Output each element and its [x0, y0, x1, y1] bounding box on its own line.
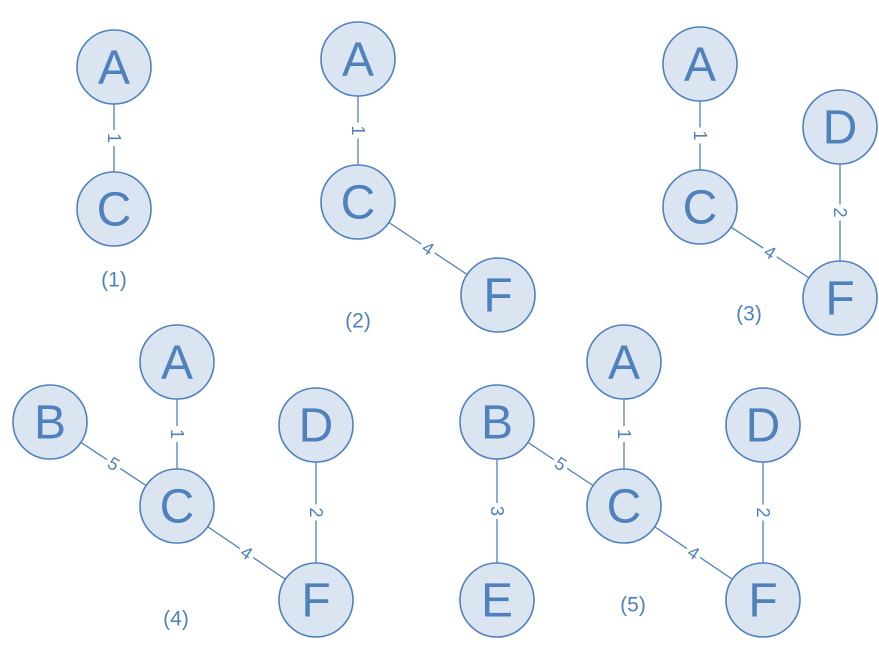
node-c: C	[586, 468, 662, 544]
step-caption: (2)	[345, 310, 371, 333]
edge-weight-background	[488, 503, 506, 519]
node-a: A	[320, 21, 396, 97]
edge-weight-background	[101, 452, 126, 476]
edge-weight-label: 1	[167, 429, 187, 439]
node-circle	[459, 562, 535, 638]
edge-weight-background	[831, 204, 849, 221]
edge-weight-background	[548, 452, 573, 476]
node-label: A	[342, 34, 374, 87]
edge-weight-background	[234, 541, 259, 565]
node-circle	[802, 89, 878, 165]
node-circle	[12, 384, 88, 460]
edge-weight-label: 2	[306, 507, 326, 517]
node-label: A	[98, 42, 130, 95]
edge-weight-background	[681, 541, 706, 565]
step-caption: (3)	[736, 303, 762, 326]
node-circle	[139, 468, 215, 544]
edge-weight-label: 1	[690, 130, 710, 140]
edge-weight-background	[416, 236, 440, 261]
edge-weight-background	[168, 426, 186, 442]
node-circle	[459, 384, 535, 460]
node-label: C	[683, 182, 718, 235]
step-1: 1 A C (1)	[76, 29, 152, 292]
edge-weight-label: 1	[104, 133, 124, 143]
node-f: F	[725, 562, 801, 638]
node-a: A	[586, 324, 662, 400]
node-circle	[278, 387, 354, 463]
node-label: C	[341, 177, 376, 230]
edge-weight-label: 3	[487, 506, 507, 516]
node-label: A	[608, 337, 640, 390]
node-circle	[278, 562, 354, 638]
edge-weight-label: 1	[348, 125, 368, 135]
edge-weight-background	[105, 130, 123, 146]
node-d: D	[802, 89, 878, 165]
edge-weight-background	[758, 240, 782, 265]
node-c: C	[139, 468, 215, 544]
node-f: F	[278, 562, 354, 638]
node-a: A	[662, 26, 738, 102]
node-circle	[662, 26, 738, 102]
node-b: B	[12, 384, 88, 460]
node-label: D	[823, 102, 858, 155]
edge-weight-background	[615, 426, 633, 442]
node-a: A	[139, 324, 215, 400]
node-circle	[139, 324, 215, 400]
node-label: B	[481, 397, 513, 450]
node-circle	[586, 468, 662, 544]
node-c: C	[76, 171, 152, 247]
node-d: D	[725, 387, 801, 463]
edge-weight-background	[691, 127, 709, 144]
step-caption: (5)	[620, 594, 646, 617]
node-label: F	[483, 270, 512, 323]
node-f: F	[460, 257, 536, 333]
node-circle	[76, 29, 152, 105]
node-circle	[662, 169, 738, 245]
node-circle	[725, 562, 801, 638]
node-label: B	[34, 397, 66, 450]
node-circle	[460, 257, 536, 333]
node-b: B	[459, 384, 535, 460]
node-label: A	[161, 337, 193, 390]
node-label: A	[684, 39, 716, 92]
node-label: F	[825, 273, 854, 326]
node-circle	[320, 21, 396, 97]
edge-weight-background	[349, 122, 367, 139]
node-c: C	[662, 169, 738, 245]
node-d: D	[278, 387, 354, 463]
node-circle	[76, 171, 152, 247]
node-label: F	[748, 575, 777, 628]
node-label: F	[301, 575, 330, 628]
node-label: D	[299, 400, 334, 453]
node-label: D	[746, 400, 781, 453]
node-label: C	[160, 481, 195, 534]
node-label: C	[97, 184, 132, 237]
step-caption: (4)	[163, 608, 189, 631]
node-circle	[320, 164, 396, 240]
node-c: C	[320, 164, 396, 240]
node-circle	[586, 324, 662, 400]
node-label: C	[607, 481, 642, 534]
edge-weight-label: 1	[614, 429, 634, 439]
node-e: E	[459, 562, 535, 638]
node-label: E	[481, 575, 513, 628]
edge-weight-label: 2	[753, 507, 773, 517]
step-caption: (1)	[101, 269, 127, 292]
edge-weight-background	[307, 504, 325, 521]
node-f: F	[802, 260, 878, 336]
node-circle	[802, 260, 878, 336]
node-a: A	[76, 29, 152, 105]
node-circle	[725, 387, 801, 463]
edge-weight-background	[754, 504, 772, 521]
edge-weight-label: 2	[830, 207, 850, 217]
